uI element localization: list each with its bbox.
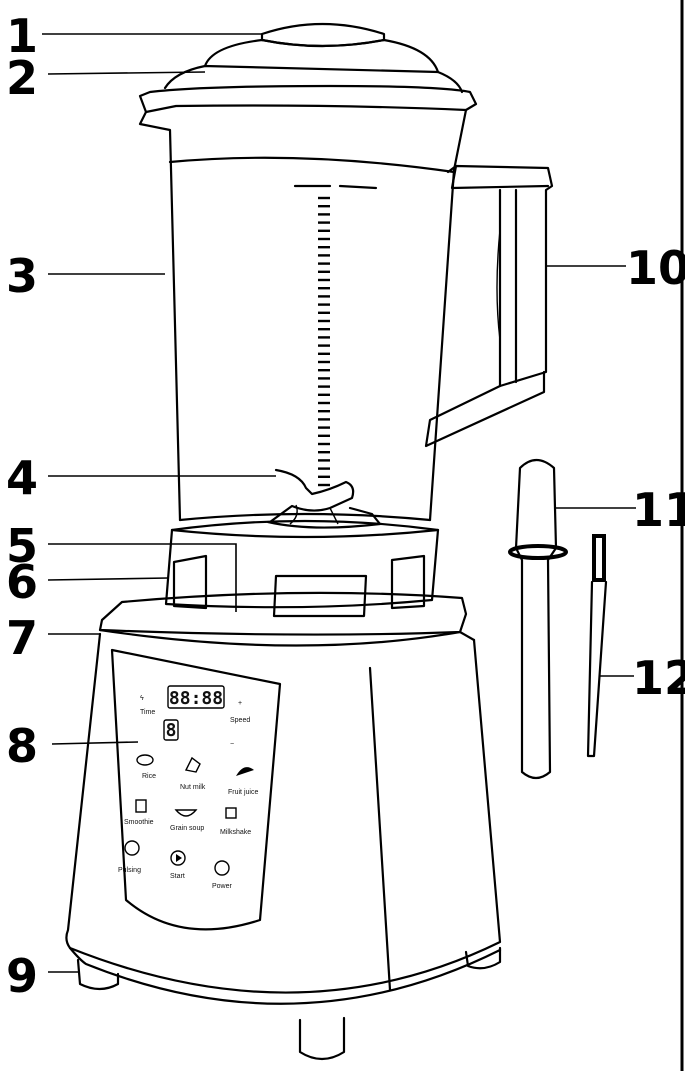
blade-assembly [266,468,382,529]
program-smoothie[interactable]: Smoothie [124,799,154,826]
svg-text:Rice: Rice [142,773,156,780]
speed-display [163,719,179,741]
power-button[interactable]: Power [212,860,233,890]
start-button[interactable]: Start [170,850,186,880]
callout-5: 5 [6,519,38,573]
program-rice[interactable]: Rice [136,754,156,780]
motor-base [65,632,502,1061]
speed-plus-button[interactable]: + [238,700,242,707]
rice-icon [136,754,154,766]
svg-text:Start: Start [170,873,185,880]
control-panel: 88:88 8 ϟ Time − + Speed − Rice Nut milk… [110,648,282,931]
nut-milk-icon [184,756,201,773]
svg-text:Fruit juice: Fruit juice [228,789,258,796]
jar-base [164,519,440,618]
svg-text:Pulsing: Pulsing [118,867,141,874]
lightning-icon: ϟ [140,695,144,702]
measuring-scale [293,184,378,487]
jar [138,108,468,529]
callout-2: 2 [6,51,38,105]
jar-handle [424,164,554,448]
speed-label: Speed [230,717,250,724]
speed-minus-button[interactable]: − [230,741,234,748]
svg-text:Grain soup: Grain soup [170,825,204,832]
leader-lines [42,33,636,973]
play-icon [170,850,186,866]
milkshake-icon [225,807,237,819]
svg-text:Nut milk: Nut milk [180,784,206,791]
callout-1: 1 [6,9,38,63]
timer-label: Time [140,709,155,716]
callout-9: 9 [6,949,38,1003]
callout-11: 11 [632,483,685,537]
program-fruit-juice[interactable]: Fruit juice [228,767,258,796]
program-milkshake[interactable]: Milkshake [220,807,251,836]
svg-text:Power: Power [212,883,233,890]
program-grain-soup[interactable]: Grain soup [170,809,204,832]
time-display [167,685,225,709]
svg-text:Milkshake: Milkshake [220,829,251,836]
bowl-icon [174,809,198,817]
drop-icon [124,840,140,856]
callout-numbers: 1 2 3 4 5 6 7 8 9 10 11 12 [6,9,685,1003]
base-top-rim [98,591,476,647]
lid-cap [203,22,440,74]
tamper [508,458,568,780]
power-icon [214,860,230,876]
program-pulsing[interactable]: Pulsing [118,840,141,874]
callout-4: 4 [6,451,38,505]
callout-6: 6 [6,555,38,609]
program-nut-milk[interactable]: Nut milk [180,756,206,791]
callout-7: 7 [6,611,38,665]
cleaning-brush [586,534,608,758]
speed-display-text: 8 [166,720,177,741]
callout-10: 10 [626,241,685,295]
cup-icon [135,799,147,813]
callout-8: 8 [6,719,38,773]
callout-12: 12 [632,651,685,705]
svg-text:Smoothie: Smoothie [124,819,154,826]
fruit-icon [236,767,254,776]
jar-lid [138,64,478,114]
time-display-text: 88:88 [169,688,223,709]
callout-3: 3 [6,249,38,303]
